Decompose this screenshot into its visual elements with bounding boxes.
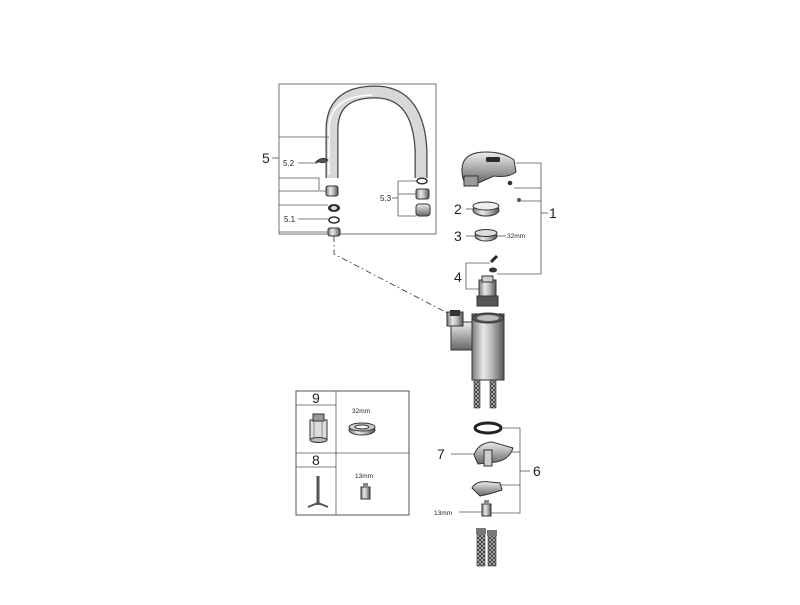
spout-nut xyxy=(327,227,341,237)
fixing-nut xyxy=(481,503,492,517)
supply-hose-right xyxy=(489,379,497,409)
spare-parts-legend: 9 8 32mm 13mm xyxy=(295,390,410,516)
flex-hose-1 xyxy=(476,529,486,567)
legend-fixing-nut xyxy=(360,486,371,500)
spout-adapter xyxy=(325,185,339,197)
set-screw xyxy=(507,180,513,186)
mounting-bracket-7 xyxy=(473,441,514,465)
aerator-seal xyxy=(416,177,428,185)
callout-3: 3 xyxy=(454,228,462,244)
callout-1: 1 xyxy=(549,205,557,221)
plug-cap xyxy=(517,198,521,202)
aerator-housing xyxy=(415,203,431,217)
supply-hose-left xyxy=(473,379,481,409)
clip-5-2 xyxy=(314,157,329,164)
legend-dim-32mm: 32mm xyxy=(352,408,370,415)
legend-dim-13mm: 13mm xyxy=(355,473,373,480)
spout-assembly-group: 5 5.2 5.1 5.3 xyxy=(262,83,437,237)
handle-cartridge-group: 1 2 3 4 32mm xyxy=(454,151,557,307)
faucet-body-group xyxy=(446,310,505,409)
callout-5-1: 5.1 xyxy=(284,215,296,224)
faucet-body xyxy=(471,313,505,381)
dim-13mm-fixing-nut: 13mm xyxy=(434,510,452,517)
o-ring-5-1 xyxy=(328,216,340,224)
mounting-kit-group: 6 7 13mm xyxy=(434,421,541,567)
callout-2: 2 xyxy=(454,201,462,217)
assembly-dash-line xyxy=(333,236,458,319)
dim-32mm-cartridge-nut: 32mm xyxy=(507,233,525,240)
base-gasket xyxy=(473,421,503,435)
spout-tube xyxy=(326,86,427,178)
callout-7: 7 xyxy=(437,446,445,462)
mounting-plate-6 xyxy=(471,481,503,497)
legend-label-8: 8 xyxy=(312,452,320,468)
callout-5-2: 5.2 xyxy=(283,159,295,168)
callout-4: 4 xyxy=(454,269,462,285)
handle-logo-plate xyxy=(486,157,500,162)
flex-hose-2 xyxy=(487,531,497,567)
aerator-insert xyxy=(415,188,430,200)
spout-box xyxy=(278,83,437,235)
callout-5: 5 xyxy=(262,150,270,166)
callout-6: 6 xyxy=(533,463,541,479)
screw-4 xyxy=(489,254,499,264)
legend-label-9: 9 xyxy=(312,390,320,406)
callout-5-3: 5.3 xyxy=(380,194,392,203)
